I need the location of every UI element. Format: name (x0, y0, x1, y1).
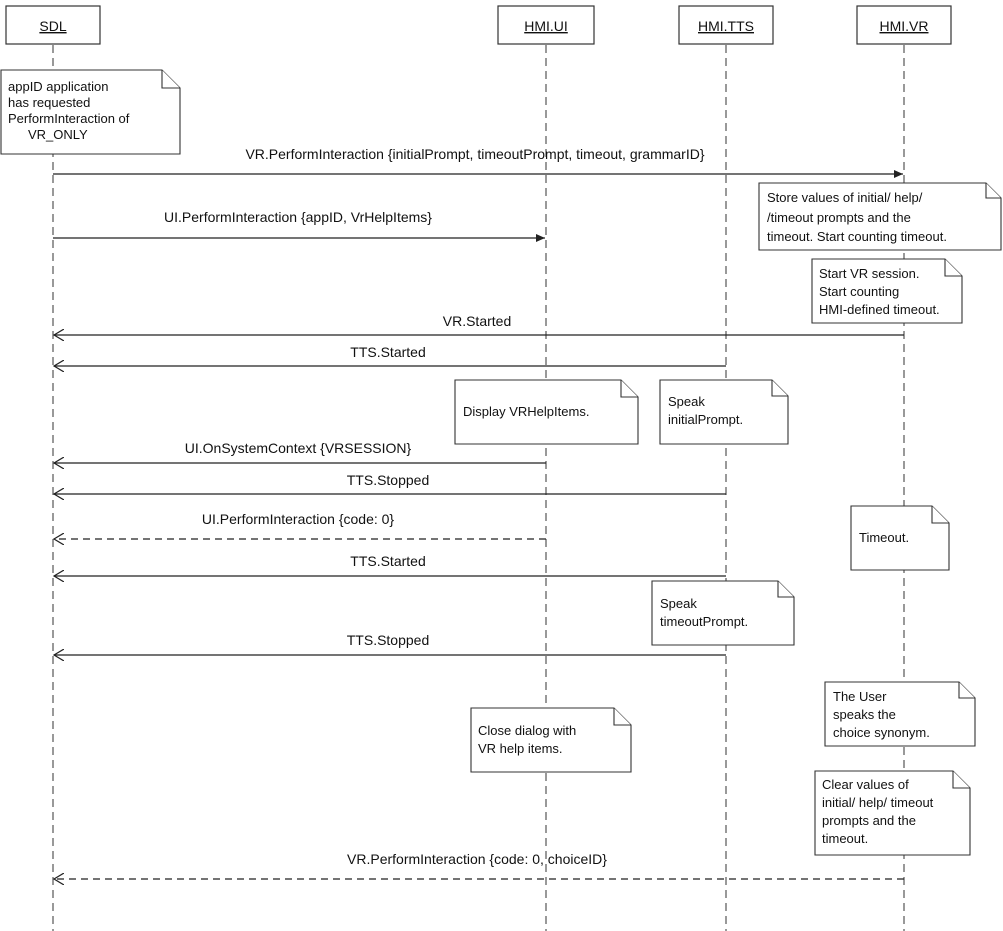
note-speak-timeout-prompt-line-2: timeoutPrompt. (660, 614, 748, 629)
note-display-vr-help-items: Display VRHelpItems. (454, 379, 639, 445)
note-speak-initial-prompt-line-2: initialPrompt. (668, 412, 743, 427)
participant-hmi-tts: HMI.TTS (678, 5, 774, 45)
participant-sdl: SDL (5, 5, 101, 45)
participant-hmi-tts-label: HMI.TTS (698, 18, 754, 34)
note-sdl-request-line-4: VR_ONLY (28, 127, 88, 142)
note-close-dialog: Close dialog with VR help items. (470, 707, 632, 773)
note-start-vr-session-line-3: HMI-defined timeout. (819, 302, 940, 317)
note-store-values-line-2: /timeout prompts and the (767, 210, 911, 225)
note-display-vr-help-items-line-1: Display VRHelpItems. (463, 404, 589, 419)
note-start-vr-session-line-1: Start VR session. (819, 266, 919, 281)
note-clear-values: Clear values of initial/ help/ timeout p… (814, 770, 971, 856)
note-clear-values-line-4: timeout. (822, 831, 868, 846)
note-close-dialog-line-1: Close dialog with (478, 723, 576, 738)
note-speak-timeout-prompt: Speak timeoutPrompt. (651, 580, 795, 646)
participant-hmi-vr: HMI.VR (856, 5, 952, 45)
note-sdl-request-line-1: appID application (8, 79, 108, 94)
note-clear-values-line-2: initial/ help/ timeout (822, 795, 934, 810)
message-label-vr-perform-interaction: VR.PerformInteraction {initialPrompt, ti… (245, 146, 704, 162)
message-label-vr-started: VR.Started (443, 313, 511, 329)
note-timeout: Timeout. (850, 505, 950, 571)
message-label-ui-perform-interaction: UI.PerformInteraction {appID, VrHelpItem… (164, 209, 432, 225)
note-user-speaks-line-2: speaks the (833, 707, 896, 722)
participant-sdl-label: SDL (39, 18, 66, 34)
note-sdl-request: appID application has requested PerformI… (0, 69, 181, 155)
note-sdl-request-line-3: PerformInteraction of (8, 111, 130, 126)
note-store-values: Store values of initial/ help/ /timeout … (758, 182, 1002, 251)
note-store-values-line-1: Store values of initial/ help/ (767, 190, 923, 205)
participant-hmi-vr-label: HMI.VR (880, 18, 929, 34)
message-label-tts-stopped-1: TTS.Stopped (347, 472, 430, 488)
note-sdl-request-line-2: has requested (8, 95, 90, 110)
note-clear-values-line-1: Clear values of (822, 777, 909, 792)
note-start-vr-session-line-2: Start counting (819, 284, 899, 299)
note-start-vr-session: Start VR session. Start counting HMI-def… (811, 258, 963, 324)
message-label-ui-on-system-context: UI.OnSystemContext {VRSESSION} (185, 440, 412, 456)
note-speak-timeout-prompt-line-1: Speak (660, 596, 697, 611)
note-user-speaks-line-3: choice synonym. (833, 725, 930, 740)
note-store-values-line-3: timeout. Start counting timeout. (767, 229, 947, 244)
participant-hmi-ui-label: HMI.UI (524, 18, 568, 34)
note-user-speaks-line-1: The User (833, 689, 887, 704)
note-close-dialog-line-2: VR help items. (478, 741, 563, 756)
message-label-vr-perform-interaction-response: VR.PerformInteraction {code: 0, choiceID… (347, 851, 607, 867)
message-label-tts-started-1: TTS.Started (350, 344, 425, 360)
note-speak-initial-prompt-line-1: Speak (668, 394, 705, 409)
note-clear-values-line-3: prompts and the (822, 813, 916, 828)
message-label-tts-stopped-2: TTS.Stopped (347, 632, 430, 648)
message-label-ui-perform-interaction-response: UI.PerformInteraction {code: 0} (202, 511, 395, 527)
message-label-tts-started-2: TTS.Started (350, 553, 425, 569)
note-user-speaks: The User speaks the choice synonym. (824, 681, 976, 747)
note-timeout-line-1: Timeout. (859, 530, 909, 545)
participant-hmi-ui: HMI.UI (497, 5, 595, 45)
note-speak-initial-prompt: Speak initialPrompt. (659, 379, 789, 445)
